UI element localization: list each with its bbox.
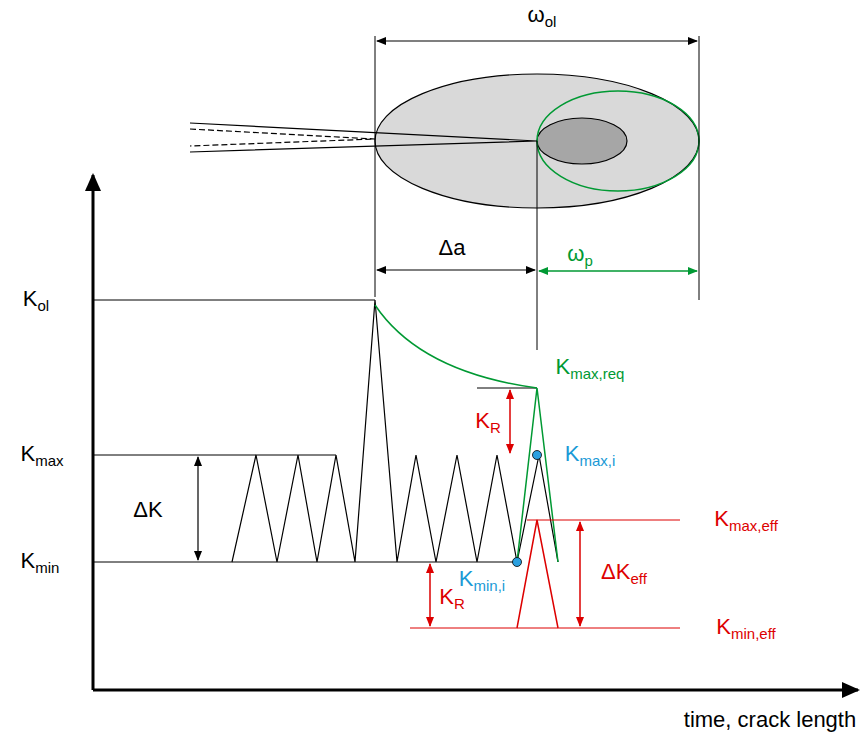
axis-title: time, crack length	[684, 709, 856, 731]
level-label: Kmax,eff	[714, 508, 778, 533]
level-label: Kmax,i	[565, 443, 616, 468]
residual-label: KR	[475, 410, 501, 435]
level-label: Kmin	[21, 550, 60, 575]
level-label: Kol	[23, 288, 49, 313]
zone-size-label: ωp	[567, 243, 593, 268]
level-label: Kmin,eff	[716, 616, 775, 641]
level-label: Kmax,req	[556, 356, 625, 381]
range-label: ΔK	[133, 499, 162, 521]
crack-growth-label: Δa	[439, 237, 466, 259]
residual-label: KR	[439, 586, 465, 611]
level-label: Kmax	[20, 443, 63, 468]
range-label: ΔKeff	[601, 561, 647, 586]
level-label: Kmin,i	[459, 568, 505, 593]
zone-size-label: ωol	[528, 4, 557, 29]
